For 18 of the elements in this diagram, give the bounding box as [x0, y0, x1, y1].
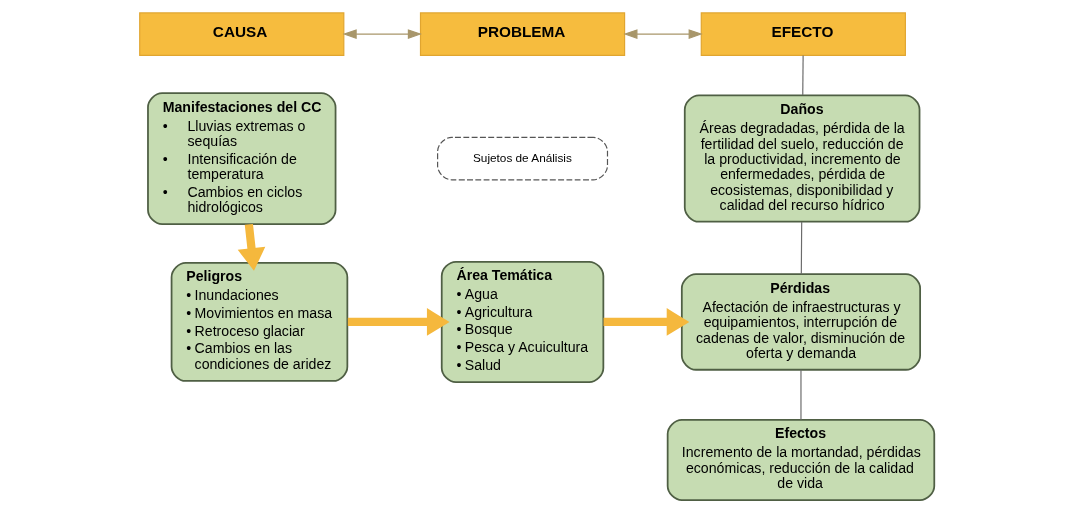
node-box: Peligros • Inundaciones • Movimientos en masa • Retroceso glaciar • Cambios en las condiciones de aridez	[170, 262, 349, 382]
node-box: Efectos Incremento de la mortandad, pérdidas económicas, reducción de la calidad de vida	[666, 419, 936, 501]
node-box: Pérdidas Afectación de infraestructuras y equipamientos, interrupción de cadenas de valor, disminución de oferta y demanda	[680, 273, 921, 371]
node-box: CAUSA	[139, 12, 345, 56]
node-box: Manifestaciones del CC • Lluvias extremas o sequías • Intensificación de temperatura • Cambios en ciclos hidrológicos	[147, 92, 337, 225]
arrow	[347, 308, 450, 336]
arrow	[342, 29, 422, 40]
arrow	[237, 223, 266, 271]
arrow	[603, 308, 690, 336]
connector	[802, 54, 804, 96]
arrow	[623, 29, 703, 40]
node-box: Daños Áreas degradadas, pérdida de la fertilidad del suelo, reducción de la productividad, incremento de enfermedades, pérdida de ecosistemas, disponibilidad y calidad del recurso hídrico	[683, 94, 921, 223]
node-box: EFECTO	[700, 12, 906, 56]
node-box: Área Temática • Agua • Agricultura • Bosque • Pesca y Acuicultura • Salud	[440, 260, 605, 384]
connector	[800, 369, 802, 421]
node-box: Sujetos de Análisis	[437, 136, 609, 181]
node-box: PROBLEMA	[419, 12, 626, 56]
connector	[800, 221, 803, 275]
